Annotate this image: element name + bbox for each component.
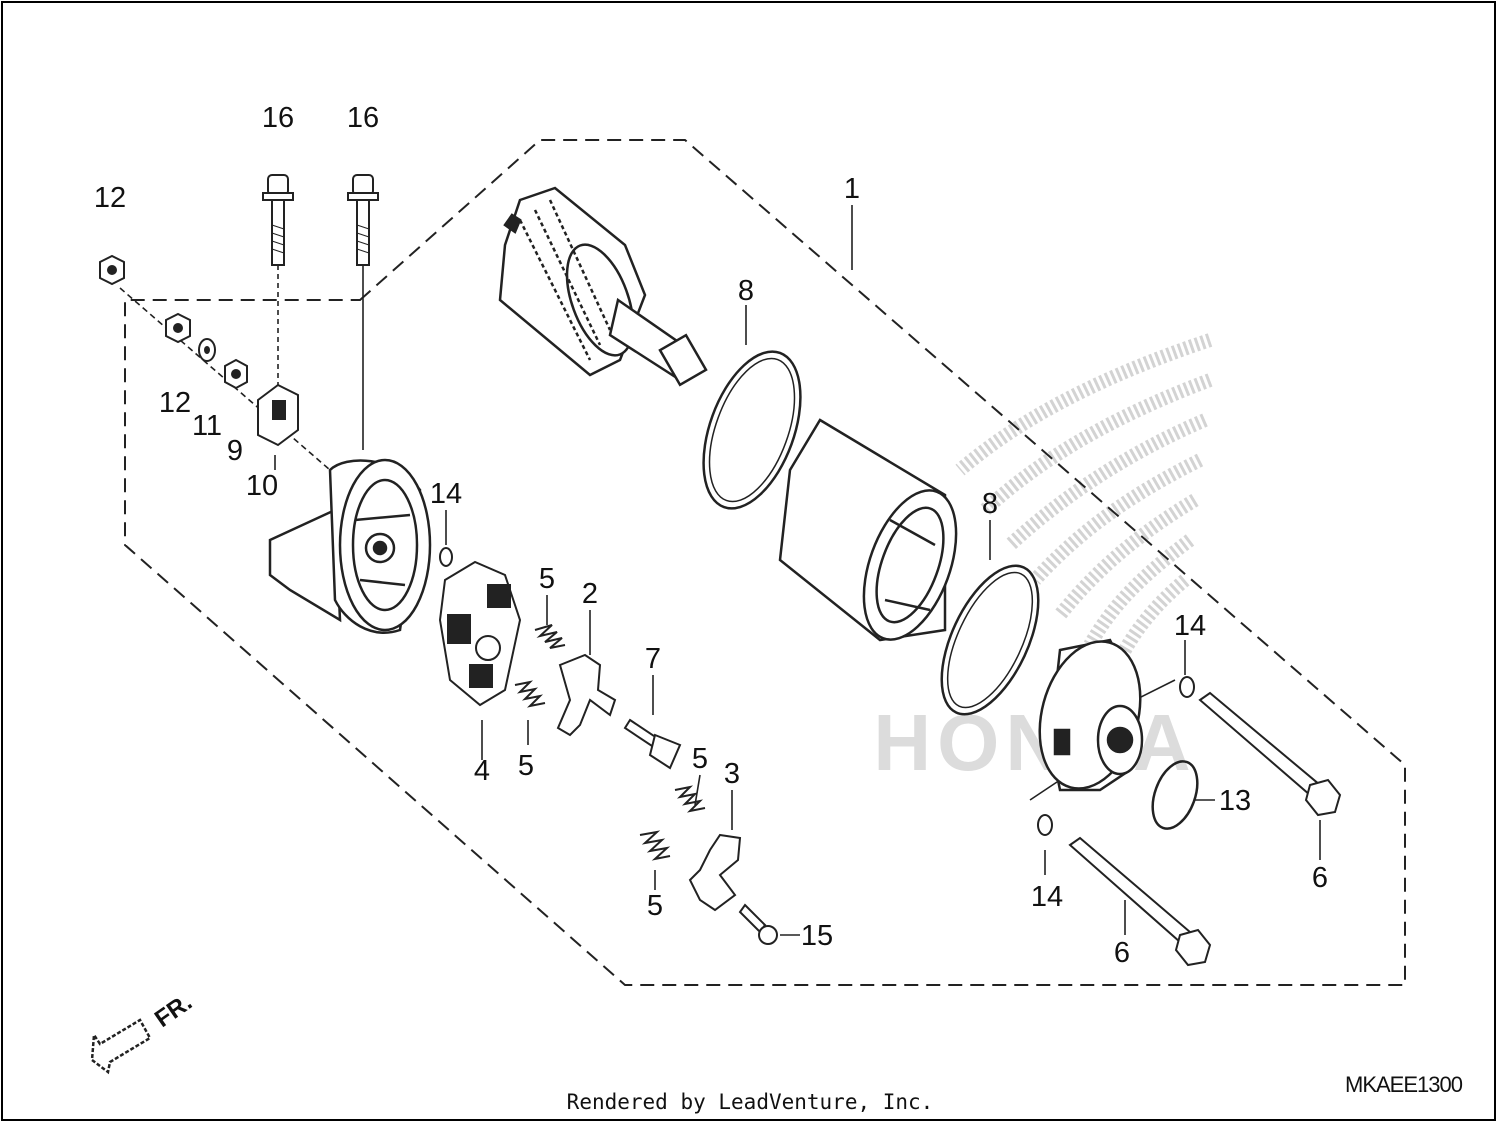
callout-1: 1 [844,173,860,205]
spring-5-c [674,785,706,813]
callout-2: 2 [582,578,598,610]
insulator-10 [257,383,299,447]
diagram-code: MKAEE1300 [1345,1072,1463,1097]
callout-6-bottom: 6 [1114,937,1130,969]
nut-12 [165,312,191,344]
callout-16-right: 16 [347,102,379,134]
front-direction-arrow: FR. [90,989,197,1075]
brush-3 [688,833,742,912]
callout-9: 9 [227,435,243,467]
callout-5-b: 5 [518,750,534,782]
o-ring-13 [1151,760,1199,830]
screw-15 [738,903,778,945]
callout-5-c: 5 [692,743,708,775]
front-direction-label: FR. [150,989,197,1033]
rendered-by-footer: Rendered by LeadVenture, Inc. [566,1090,934,1114]
o-ring-8-top [702,350,802,510]
front-cover [1038,638,1144,792]
callout-3: 3 [724,758,740,790]
callout-8-top: 8 [738,275,754,307]
brush-holder-4 [438,560,522,707]
leader-lines [119,205,1321,936]
callout-11: 11 [192,410,222,442]
bolt-6-right [1198,691,1342,817]
callout-5-d: 5 [647,890,663,922]
callout-14-left: 14 [430,478,462,510]
rear-cover [268,458,432,634]
callout-6-right: 6 [1312,862,1328,894]
washer-14-right [1179,676,1195,698]
callout-4: 4 [474,755,490,787]
brush-2 [556,653,617,737]
callout-7: 7 [645,643,661,675]
washer-14-bottom [1037,814,1053,836]
callout-8-bottom: 8 [982,488,998,520]
assembly-boundary [124,139,1406,986]
callout-labels: 1 2 3 4 5 5 5 5 6 6 7 8 8 9 10 11 12 12 … [94,102,1328,969]
bolt-16-left [262,174,294,266]
washer-14-left [439,547,453,567]
spring-5-d [639,830,671,861]
spring-5-a [534,624,566,649]
o-ring-8-bottom [940,564,1040,716]
nut-12-top [99,254,125,286]
washer-11 [198,338,216,362]
bolt-6-bottom [1068,836,1212,967]
bolt-16-right [347,174,379,266]
callout-14-right: 14 [1174,610,1206,642]
spring-5-b [514,680,546,708]
yoke-housing [778,418,958,642]
nut-9 [224,358,248,390]
callout-12-top: 12 [94,182,126,214]
callout-16-left: 16 [262,102,294,134]
armature [498,186,708,387]
screw-7 [623,718,682,770]
honda-watermark-text: HONDA [873,698,1196,787]
callout-12: 12 [159,387,191,419]
callout-14-bottom: 14 [1031,881,1063,913]
callout-10: 10 [246,470,278,502]
callout-13: 13 [1219,785,1251,817]
callout-5-a: 5 [539,563,555,595]
callout-15: 15 [801,920,833,952]
